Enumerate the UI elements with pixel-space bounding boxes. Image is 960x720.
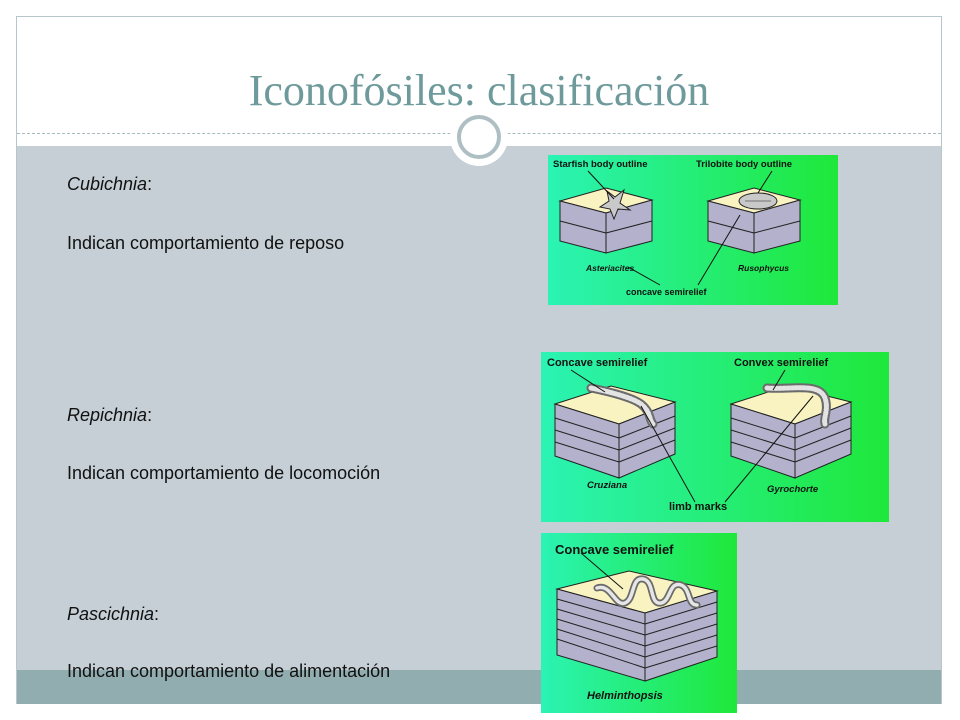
rusophycus-label: Rusophycus — [738, 263, 789, 273]
circle-ring-icon — [457, 115, 501, 159]
starfish-label: Starfish body outline — [553, 159, 647, 170]
convex-semirelief-label: Convex semirelief — [734, 357, 828, 369]
repichnia-diagram: Concave semirelief Convex semirelief Cru… — [541, 352, 889, 522]
cruziana-block — [553, 383, 677, 479]
repichnia-term: Repichnia: — [67, 405, 152, 427]
slide-title: Iconofósiles: clasificación — [248, 66, 710, 115]
helminthopsis-block — [555, 570, 719, 682]
cubichnia-term: Cubichnia: — [67, 174, 152, 196]
starfish-block — [558, 187, 654, 254]
cubichnia-diagram: Starfish body outline Trilobite body out… — [548, 155, 838, 305]
repichnia-description: Indican comportamiento de locomoción — [67, 463, 381, 483]
colon: : — [147, 405, 153, 425]
trilobite-block — [706, 187, 802, 254]
concave-semirelief-label: Concave semirelief — [555, 542, 674, 557]
pascichnia-diagram: Concave semirelief Helminthopsis — [541, 533, 737, 713]
bottom-band — [17, 670, 941, 704]
pascichnia-term-text: Pascichnia — [67, 604, 155, 624]
colon: : — [154, 604, 160, 624]
starfish-outline-icon — [598, 188, 632, 221]
asteriacites-label: Asteriacites — [585, 263, 634, 273]
pascichnia-figure: Concave semirelief Helminthopsis — [541, 533, 737, 713]
pascichnia-description: Indican comportamiento de alimentación — [67, 661, 391, 681]
trilobite-label: Trilobite body outline — [696, 159, 792, 170]
concave-semirelief-label: Concave semirelief — [547, 357, 648, 369]
gyrochorte-label: Gyrochorte — [767, 484, 819, 495]
repichnia-term-text: Repichnia — [67, 405, 148, 425]
concave-semirelief-label: concave semirelief — [626, 287, 708, 297]
limb-marks-label: limb marks — [669, 501, 727, 513]
cruziana-label: Cruziana — [587, 480, 627, 491]
cubichnia-term-text: Cubichnia — [67, 174, 148, 194]
pascichnia-term: Pascichnia: — [67, 604, 159, 626]
cubichnia-description: Indican comportamiento de reposo — [67, 233, 345, 253]
repichnia-figure: Concave semirelief Convex semirelief Cru… — [541, 352, 889, 522]
cubichnia-figure: Starfish body outline Trilobite body out… — [548, 155, 838, 305]
colon: : — [147, 174, 153, 194]
helminthopsis-label: Helminthopsis — [587, 690, 663, 702]
gyrochorte-block — [729, 383, 853, 479]
